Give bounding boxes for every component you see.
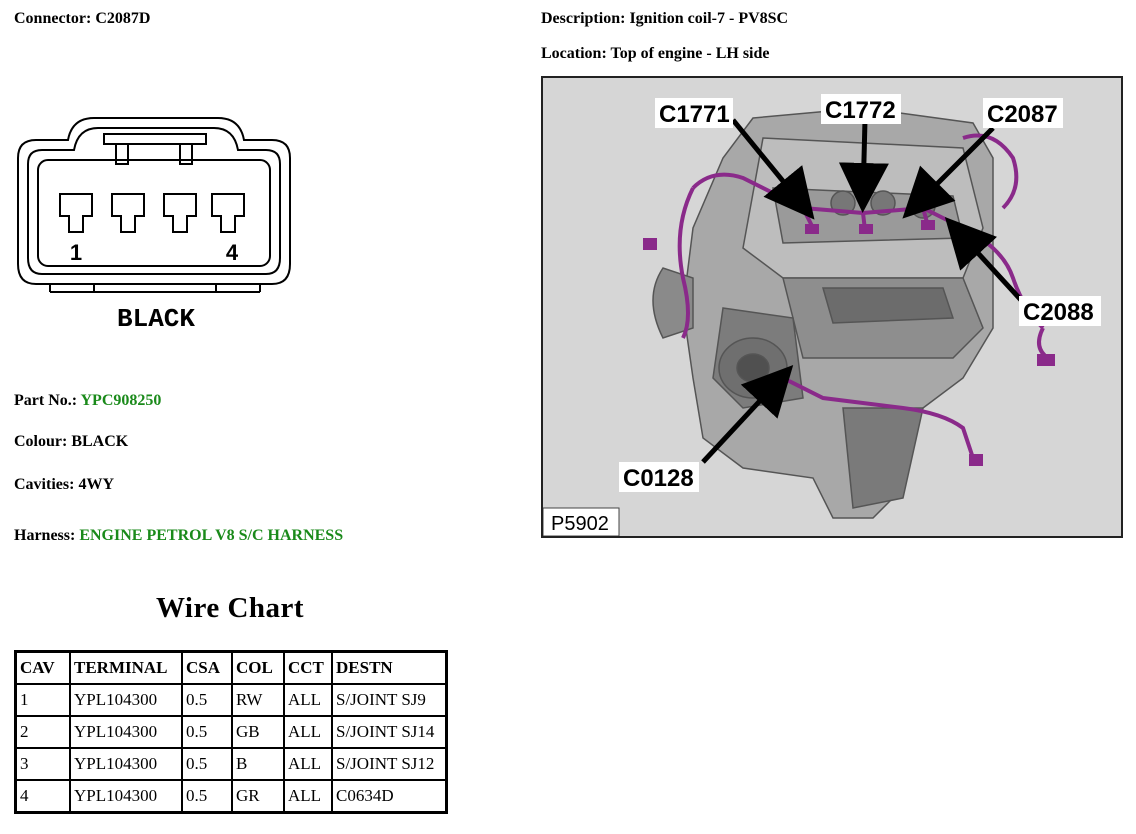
callout-c2087: C2087 xyxy=(987,101,1058,128)
pin-label-first: 1 xyxy=(70,240,82,265)
engine-location-image: C1771 C1772 C2087 C2088 C0128 P5902 xyxy=(541,76,1123,538)
wire-chart-header-row: CAV TERMINAL CSA COL CCT DESTN xyxy=(14,650,448,685)
col-header-cav: CAV xyxy=(14,650,71,685)
col-header-destn: DESTN xyxy=(331,650,448,685)
cell-cav: 1 xyxy=(14,683,71,717)
cell-cav: 3 xyxy=(14,747,71,781)
cell-csa: 0.5 xyxy=(181,779,233,814)
connector-id-line: Connector: C2087D xyxy=(14,10,150,28)
description-value: Ignition coil-7 - PV8SC xyxy=(629,10,789,27)
terminal-cavity-3 xyxy=(163,193,197,233)
cell-terminal: YPL104300 xyxy=(69,779,183,814)
connector-colour-text: BLACK xyxy=(117,304,195,334)
cell-csa: 0.5 xyxy=(181,747,233,781)
colour-line: Colour: BLACK xyxy=(14,433,128,451)
cell-col: GR xyxy=(231,779,285,814)
cell-csa: 0.5 xyxy=(181,715,233,749)
cell-col: B xyxy=(231,747,285,781)
cell-cct: ALL xyxy=(283,683,333,717)
col-header-cct: CCT xyxy=(283,650,333,685)
connector-id: C2087D xyxy=(95,10,151,27)
cell-destn: S/JOINT SJ12 xyxy=(331,747,448,781)
location-value: Top of engine - LH side xyxy=(610,45,770,62)
cell-col: RW xyxy=(231,683,285,717)
wire-chart-title: Wire Chart xyxy=(155,592,305,624)
wire-chart-table: CAV TERMINAL CSA COL CCT DESTN 1 YPL1043… xyxy=(14,650,448,814)
cell-destn: S/JOINT SJ14 xyxy=(331,715,448,749)
part-number-value: YPC908250 xyxy=(80,392,162,409)
engine-illustration: C1771 C1772 C2087 C2088 C0128 P5902 xyxy=(543,94,1101,536)
terminal-cavity-1 xyxy=(59,193,93,233)
cell-destn: C0634D xyxy=(331,779,448,814)
pin-label-last: 4 xyxy=(226,240,239,265)
callout-c2088: C2088 xyxy=(1023,299,1094,326)
cell-terminal: YPL104300 xyxy=(69,683,183,717)
callout-c1771: C1771 xyxy=(659,101,730,128)
cell-col: GB xyxy=(231,715,285,749)
connector-label: Connector: xyxy=(14,10,92,27)
cavities-line: Cavities: 4WY xyxy=(14,476,114,494)
location-line: Location: Top of engine - LH side xyxy=(541,45,770,63)
cavities-value: 4WY xyxy=(78,476,114,493)
cell-cav: 4 xyxy=(14,779,71,814)
cell-terminal: YPL104300 xyxy=(69,747,183,781)
harness-line: Harness: ENGINE PETROL V8 S/C HARNESS xyxy=(14,527,343,545)
col-header-col: COL xyxy=(231,650,285,685)
colour-label: Colour: xyxy=(14,433,68,450)
table-row: 3 YPL104300 0.5 B ALL S/JOINT SJ12 xyxy=(14,747,448,781)
cell-cav: 2 xyxy=(14,715,71,749)
connector-face-diagram: 1 4 BLACK xyxy=(17,117,291,334)
harness-label: Harness: xyxy=(14,527,76,544)
terminal-cavity-4 xyxy=(211,193,245,233)
terminal-cavity-2 xyxy=(111,193,145,233)
part-number-line: Part No.: YPC908250 xyxy=(14,392,161,410)
table-row: 2 YPL104300 0.5 GB ALL S/JOINT SJ14 xyxy=(14,715,448,749)
harness-value: ENGINE PETROL V8 S/C HARNESS xyxy=(79,527,344,544)
col-header-terminal: TERMINAL xyxy=(69,650,183,685)
cavities-label: Cavities: xyxy=(14,476,75,493)
cell-terminal: YPL104300 xyxy=(69,715,183,749)
description-label: Description: xyxy=(541,10,626,27)
colour-value: BLACK xyxy=(71,433,129,450)
col-header-csa: CSA xyxy=(181,650,233,685)
cell-cct: ALL xyxy=(283,779,333,814)
description-line: Description: Ignition coil-7 - PV8SC xyxy=(541,10,788,28)
cell-cct: ALL xyxy=(283,715,333,749)
cell-destn: S/JOINT SJ9 xyxy=(331,683,448,717)
cell-cct: ALL xyxy=(283,747,333,781)
callout-c0128: C0128 xyxy=(623,465,694,492)
location-label: Location: xyxy=(541,45,607,62)
figure-id: P5902 xyxy=(551,513,609,535)
table-row: 4 YPL104300 0.5 GR ALL C0634D xyxy=(14,779,448,814)
part-number-label: Part No.: xyxy=(14,392,78,409)
cell-csa: 0.5 xyxy=(181,683,233,717)
callout-c1772: C1772 xyxy=(825,97,896,124)
table-row: 1 YPL104300 0.5 RW ALL S/JOINT SJ9 xyxy=(14,683,448,717)
